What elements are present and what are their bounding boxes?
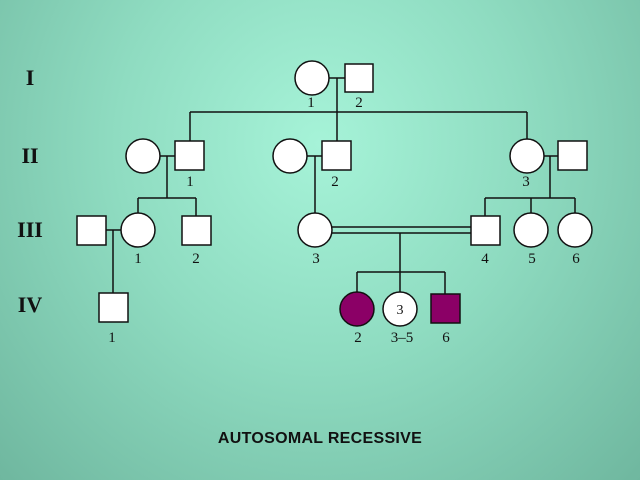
- individual-number: 1: [134, 251, 142, 267]
- male-spouse-II: [557, 140, 588, 171]
- male-I-2: [344, 63, 374, 93]
- connector-lines: [106, 77, 576, 294]
- affected-male-IV-6: [430, 293, 461, 324]
- female-III-3: [297, 212, 333, 248]
- individual-number: 5: [528, 251, 536, 267]
- generation-label-I: I: [25, 65, 35, 90]
- female-III-1: [120, 212, 156, 248]
- female-III-6: [557, 212, 593, 248]
- individual-number: 3: [522, 174, 530, 190]
- individual-number: 3: [312, 251, 320, 267]
- female-spouse-II: [125, 138, 161, 174]
- male-spouse-III: [76, 215, 107, 246]
- individual-symbols: [76, 60, 593, 327]
- affected-female-IV-2: [339, 291, 375, 327]
- individual-number: 6: [572, 251, 580, 267]
- individual-number: 4: [481, 251, 489, 267]
- female-III-5: [513, 212, 549, 248]
- male-II-2: [321, 140, 352, 171]
- individual-number: 2: [331, 174, 339, 190]
- male-IV-1: [98, 292, 129, 323]
- female-I-1: [294, 60, 330, 96]
- individual-number: 1: [186, 174, 194, 190]
- generation-label-IV: IV: [17, 292, 43, 317]
- generation-label-II: II: [21, 143, 39, 168]
- individual-number: 1: [307, 95, 315, 111]
- individual-number: 2: [354, 330, 362, 346]
- individual-number: 6: [442, 330, 450, 346]
- female-spouse-II: [272, 138, 308, 174]
- male-III-2: [181, 215, 212, 246]
- individual-number: 2: [355, 95, 363, 111]
- pedigree-title: AUTOSOMAL RECESSIVE: [217, 430, 423, 447]
- male-III-4: [470, 215, 501, 246]
- individual-number: 3–5: [390, 330, 414, 346]
- individual-number: 2: [192, 251, 200, 267]
- grouped-siblings-IV-3-5: [382, 291, 418, 327]
- generation-label-III: III: [17, 217, 43, 242]
- male-II-1: [174, 140, 205, 171]
- grouped-siblings-count: 3: [397, 303, 404, 318]
- individual-number: 1: [108, 330, 116, 346]
- female-II-3: [509, 138, 545, 174]
